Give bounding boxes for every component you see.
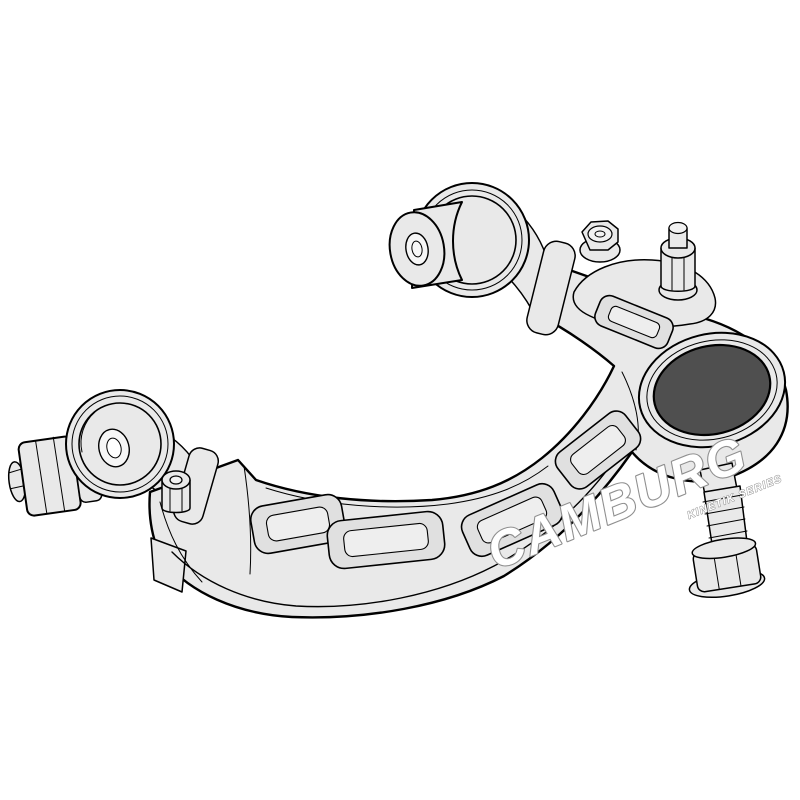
nut-facet xyxy=(35,441,48,514)
pocket-floor xyxy=(265,506,331,542)
bottom-chamfer-line xyxy=(171,451,621,608)
mount-bolts xyxy=(579,220,698,301)
bolt-head-top xyxy=(587,225,613,243)
thread-line xyxy=(9,468,23,474)
grease-fitting xyxy=(161,470,191,514)
pin-end-face xyxy=(388,211,446,287)
thread-line xyxy=(704,506,745,515)
bore-inner xyxy=(106,437,122,459)
thread-line xyxy=(10,485,26,490)
upper-uniball-pivot xyxy=(388,182,549,311)
clevis-tab xyxy=(150,537,187,593)
pocket-floor xyxy=(476,496,548,544)
pocket xyxy=(460,482,564,558)
bore-inner xyxy=(411,240,423,258)
pocket xyxy=(249,493,347,555)
pocket xyxy=(554,410,642,490)
bolt-body xyxy=(660,247,696,292)
collar-band xyxy=(526,240,576,336)
ball-joint-cap xyxy=(652,343,772,437)
upper-collar xyxy=(526,240,576,336)
stud-nut xyxy=(691,537,762,593)
pocket-floor xyxy=(570,424,626,476)
nut-top xyxy=(691,537,757,560)
ball-joint-cap-group xyxy=(637,331,787,449)
milled-pockets xyxy=(249,294,674,570)
boss-ring xyxy=(646,339,778,441)
pivot-bolt-left xyxy=(579,220,621,263)
bolt-stem-top xyxy=(668,221,688,235)
pocket xyxy=(326,510,446,570)
fitting-nipple xyxy=(169,475,183,485)
sphere-highlight xyxy=(80,411,96,453)
pocket xyxy=(594,294,674,350)
pocket-floor xyxy=(343,522,429,558)
nut-facet xyxy=(52,436,66,512)
bolt-head-mark xyxy=(594,230,606,238)
thread-line xyxy=(702,494,743,503)
clevis-front-line xyxy=(159,501,203,583)
bore-outer xyxy=(405,232,429,266)
thread-line xyxy=(708,530,748,539)
pivot-bolt-right xyxy=(658,221,698,301)
ball-bore xyxy=(98,428,130,468)
housing-ring xyxy=(71,395,169,493)
pocket-floor xyxy=(607,305,661,339)
left-uniball-pivot xyxy=(7,389,197,517)
ball-joint-stud xyxy=(688,462,766,599)
thread-line xyxy=(706,518,746,527)
clevis-face-line xyxy=(243,465,252,575)
